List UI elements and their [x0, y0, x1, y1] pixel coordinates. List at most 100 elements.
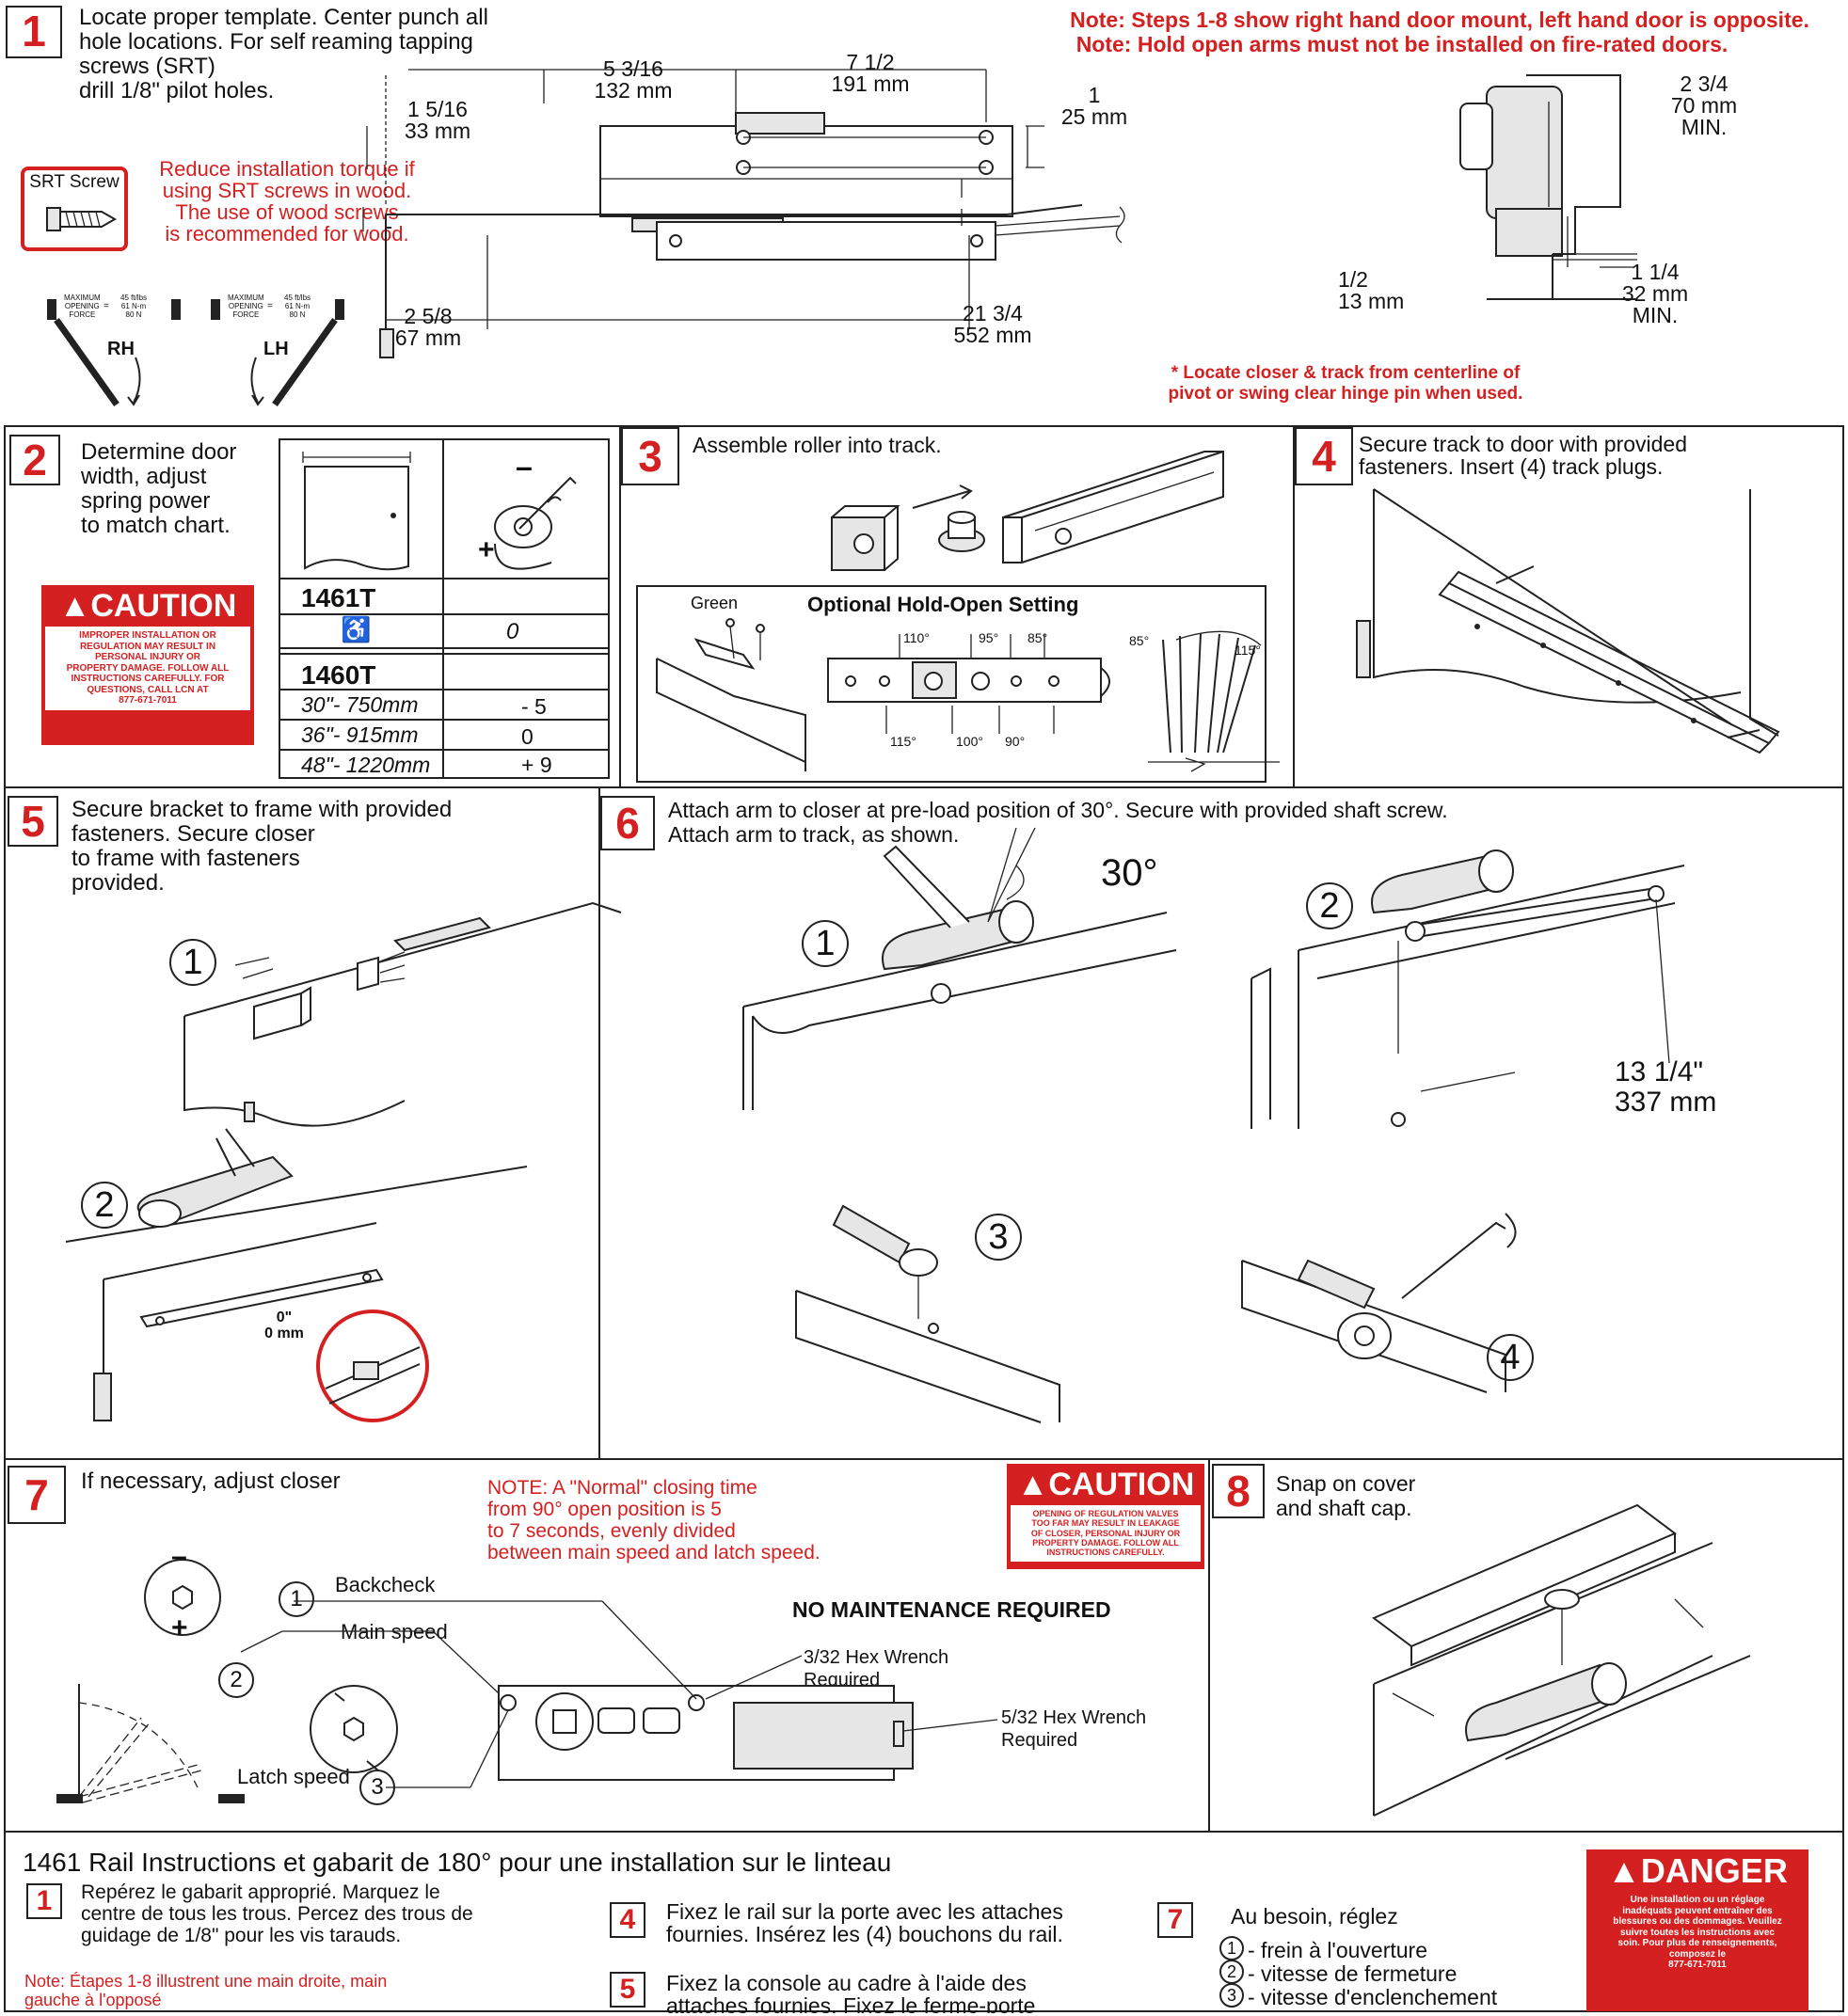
- french-circle-1: 1: [1219, 1936, 1244, 1960]
- rh-force-val: 45 ft/lbs 61 N-m 80 N: [120, 294, 148, 319]
- cover-cap-drawing: [1372, 1503, 1751, 1817]
- chart-row-1-size: 36"- 915mm: [301, 722, 419, 747]
- srt-screw-box: SRT Screw: [21, 167, 128, 251]
- step7-caution: ▲CAUTION OPENING OF REGULATION VALVES TO…: [1007, 1464, 1204, 1569]
- french-step1-text: Repérez le gabarit approprié. Marquez le…: [81, 1881, 473, 1946]
- step3-panel: [621, 425, 1295, 788]
- deg-85: 85°: [1129, 633, 1150, 648]
- lh-force-eq: =: [267, 301, 273, 311]
- chart-row-2-size: 48"- 1220mm: [301, 753, 431, 777]
- deg-115: 115°: [1235, 643, 1261, 658]
- step3-instructions: Assemble roller into track.: [693, 433, 942, 457]
- valve-plus: +: [171, 1612, 188, 1643]
- french-step4-text: Fixez le rail sur la porte avec les atta…: [666, 1899, 1063, 1946]
- closer-mount-drawing: [65, 1128, 528, 1421]
- locate-closer-note: * Locate closer & track from centerline …: [1168, 363, 1523, 404]
- spring-chart: – + 1461T ♿ 0 1460T 30"- 750mm - 5 36"- …: [279, 438, 610, 779]
- arm-attach-drawing-3: [795, 1204, 1060, 1423]
- french-danger: ▲DANGER Une installation ou un réglage i…: [1586, 1849, 1808, 2011]
- accessible-value: 0: [506, 619, 519, 644]
- step7-caution-head: CAUTION: [1048, 1467, 1195, 1502]
- step2-caution: ▲CAUTION IMPROPER INSTALLATION OR REGULA…: [41, 585, 254, 745]
- step1-note-fire: Note: Hold open arms must not be install…: [1075, 32, 1729, 56]
- deg-top-110: 110°: [903, 630, 930, 645]
- step7-panel: [4, 1460, 1210, 1833]
- step6-30-deg: 30°: [1101, 852, 1158, 894]
- dim-2-3-4: 2 3/4 70 mm MIN.: [1670, 71, 1738, 139]
- step2-panel: [4, 425, 621, 788]
- dim-2-5-8: 2 5/8 67 mm: [394, 304, 462, 350]
- divider-3: [4, 1458, 1844, 1460]
- lh-label: LH: [263, 339, 289, 359]
- accessible-icon: ♿: [341, 615, 372, 643]
- dim-1-5-16: 1 5/16 33 mm: [404, 97, 471, 143]
- step8-instructions: Snap on cover and shaft cap.: [1276, 1471, 1416, 1520]
- backcheck-label: Backcheck: [335, 1573, 436, 1596]
- dim-1: 1 25 mm: [1060, 83, 1128, 129]
- divider-2: [4, 786, 1844, 788]
- hold-open-box: [636, 585, 1267, 783]
- roller-assembly-drawing: [831, 451, 1224, 571]
- french-step1-number: 1: [26, 1883, 62, 1919]
- step7-instructions: If necessary, adjust closer: [81, 1468, 341, 1494]
- step7-number: 7: [8, 1466, 66, 1524]
- side-view-drawing: [1459, 74, 1637, 300]
- arm-attach-drawing-1: [742, 827, 1177, 1110]
- french-item-3: vitesse d'enclenchement: [1261, 1985, 1498, 2009]
- step7-caution-body: OPENING OF REGULATION VALVES TOO FAR MAY…: [1011, 1505, 1201, 1562]
- french-step4-number: 4: [610, 1902, 645, 1938]
- step5-instructions: Secure bracket to frame with provided fa…: [72, 797, 453, 896]
- step6-number: 6: [600, 796, 655, 850]
- step2-caution-head: CAUTION: [90, 588, 237, 624]
- deg-top-85: 85°: [1028, 630, 1048, 645]
- step1-number: 1: [6, 6, 62, 58]
- dim-5-3-16: 5 3/16 132 mm: [594, 56, 673, 103]
- french-danger-body: Une installation ou un réglage inadéquat…: [1586, 1893, 1808, 1973]
- lh-force-diagram: MAXIMUM OPENING FORCE = 45 ft/lbs 61 N-m…: [205, 292, 356, 414]
- step6-circle-2: 2: [1306, 882, 1353, 929]
- step5-panel: [4, 788, 600, 1460]
- step1-note-hand: Note: Steps 1-8 show right hand door mou…: [1070, 8, 1809, 32]
- french-step7-number: 7: [1157, 1902, 1193, 1938]
- french-title: 1461 Rail Instructions et gabarit de 180…: [23, 1848, 892, 1877]
- dim-1-2: 1/2 13 mm: [1338, 267, 1405, 313]
- chart-row-0-size: 30"- 750mm: [301, 692, 419, 717]
- arm-attach-drawing-2: [1251, 849, 1685, 1129]
- french-circle-2: 2: [1219, 1960, 1244, 1984]
- step6-circle-4: 4: [1487, 1334, 1534, 1381]
- step6-arm-dim: 13 1/4" 337 mm: [1615, 1056, 1717, 1118]
- template-drawing: [362, 69, 1125, 358]
- step6-circle-3: 3: [975, 1214, 1022, 1261]
- step1-instructions: Locate proper template. Center punch all…: [79, 5, 488, 103]
- dim-1-1-4: 1 1/4 32 mm MIN.: [1621, 260, 1689, 327]
- step2-caution-body: IMPROPER INSTALLATION OR REGULATION MAY …: [45, 627, 250, 710]
- french-step5-text: Fixez la console au cadre à l'aide des a…: [666, 1972, 1036, 2013]
- step5-number: 5: [8, 796, 58, 847]
- zero-zoom-circle: [316, 1310, 429, 1422]
- rh-label: RH: [107, 339, 135, 359]
- no-maintenance: NO MAINTENANCE REQUIRED: [792, 1597, 1111, 1622]
- french-danger-head: DANGER: [1640, 1851, 1788, 1890]
- hex-532-label: 5/32 Hex Wrench Required: [1001, 1707, 1147, 1751]
- french-note: Note: Étapes 1-8 illustrent une main dro…: [24, 1972, 388, 2009]
- model-1461t: 1461T: [301, 583, 376, 612]
- divider-4: [4, 1831, 1844, 1833]
- door-width-icon: [302, 452, 411, 571]
- srt-torque-note: Reduce installation torque if using SRT …: [159, 157, 415, 246]
- valve-circle-1: 1: [279, 1581, 314, 1617]
- latch-speed-label: Latch speed: [237, 1765, 350, 1788]
- caution-icon: ▲: [1016, 1467, 1049, 1502]
- step5-circle-1: 1: [169, 939, 216, 986]
- dim-7-1-2: 7 1/2 191 mm: [831, 50, 910, 96]
- valve-circle-2: 2: [218, 1662, 254, 1698]
- chart-row-1-val: 0: [521, 724, 534, 749]
- deg-bottom-115: 115°: [890, 734, 916, 749]
- rh-force-diagram: MAXIMUM OPENING FORCE = 45 ft/lbs 61 N-m…: [41, 292, 192, 414]
- spring-adjust-icon: [494, 476, 577, 570]
- green-label: Green: [691, 594, 739, 612]
- step6-circle-1: 1: [802, 920, 849, 967]
- step4-instructions: Secure track to door with provided faste…: [1359, 432, 1688, 479]
- step5-circle-2: 2: [81, 1182, 128, 1229]
- track-door-drawing: [1356, 488, 1780, 754]
- spring-minus: –: [516, 450, 533, 484]
